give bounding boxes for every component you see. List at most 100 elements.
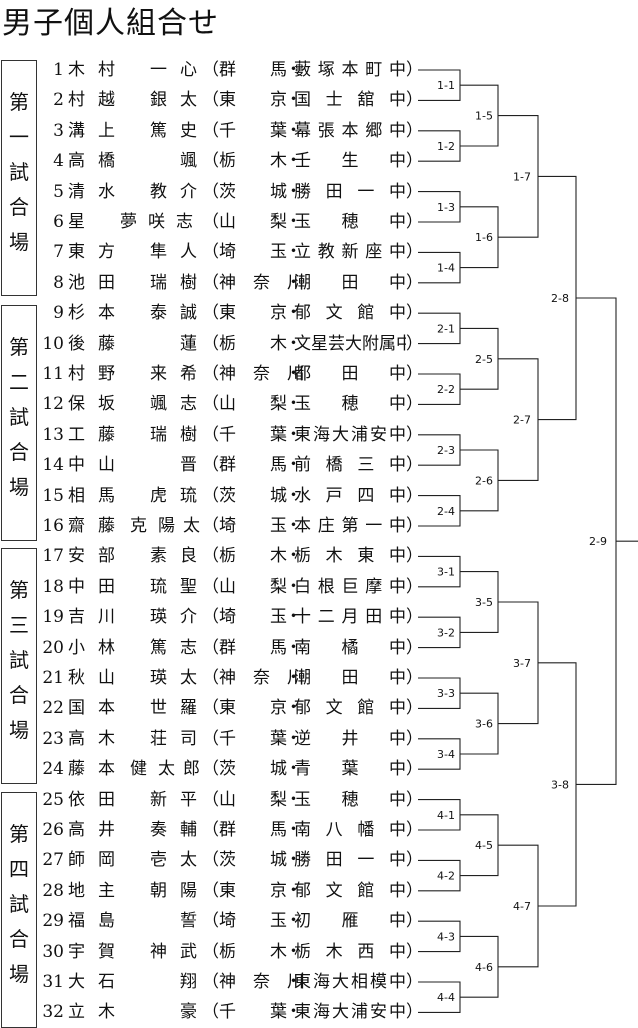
entry-school: 潮田中 (294, 668, 406, 688)
separator-dot: ・ (285, 303, 302, 324)
entry-name-char: 咲 (148, 212, 165, 232)
entry-name-char: 介 (180, 181, 197, 202)
entry-number: 1 (53, 60, 64, 80)
separator-dot: ・ (285, 789, 302, 810)
entry-name-char: 颯 (150, 394, 167, 415)
entry-number: 6 (53, 212, 64, 232)
entry-name-char: 秋 (68, 668, 85, 688)
entry-name-char: 山 (98, 455, 115, 476)
separator-dot: ・ (285, 364, 302, 384)
entry-name-char: 依 (68, 789, 85, 810)
entry-name-char: 奏 (150, 820, 167, 840)
separator-dot: ・ (285, 242, 302, 263)
entry-number: 17 (42, 546, 64, 567)
entry-school: 幕張本郷中 (294, 120, 406, 141)
entry-name-char: 井 (98, 820, 115, 840)
entry-name-char: 福 (68, 911, 85, 932)
entry-name-char: 村 (68, 364, 85, 384)
entry-name-char: 相 (68, 485, 85, 506)
close-paren: ） (406, 941, 423, 962)
entry-name-char: 国 (68, 698, 85, 719)
match-label: 4-7 (513, 900, 531, 913)
separator-dot: ・ (285, 212, 302, 232)
separator-dot: ・ (285, 455, 302, 476)
entry-name-char: 工 (68, 424, 85, 445)
entry-number: 25 (42, 789, 64, 810)
entry-school: 東海大浦安中 (294, 1002, 406, 1023)
separator-dot: ・ (285, 181, 302, 202)
entry-name-char: 平 (180, 789, 197, 810)
entry-name-char: 泰 (150, 303, 167, 324)
entry-name-char: 藤 (98, 516, 115, 536)
separator-dot: ・ (285, 607, 302, 628)
entry-name-char: 虎 (150, 485, 167, 506)
entry-school: 前橋三中 (294, 455, 406, 476)
separator-dot: ・ (285, 424, 302, 445)
entry-number: 10 (42, 333, 64, 354)
entry-name-char: 聖 (180, 576, 197, 597)
entry-name-char: 良 (180, 546, 197, 567)
entry-name-char: 樹 (180, 272, 197, 293)
entry-name-char: 克 (130, 516, 147, 536)
entry-name-char: 瑛 (150, 607, 167, 628)
close-paren: ） (406, 120, 423, 141)
entry-name-char: 藤 (98, 333, 115, 354)
close-paren: ） (406, 546, 423, 567)
entry-name-char: 来 (150, 364, 167, 384)
close-paren: ） (406, 911, 423, 932)
match-label: 1-4 (437, 262, 455, 275)
entry-name-char: 島 (98, 911, 115, 932)
entry-prefecture: （栃 木 (202, 333, 287, 354)
entry-name-char: 篤 (150, 120, 167, 141)
entry-prefecture: （群 馬 (202, 820, 287, 840)
match-label: 1-6 (475, 231, 493, 244)
close-paren: ） (406, 242, 423, 263)
entry-prefecture: （千 葉 (202, 1002, 287, 1023)
entry-name-char: 介 (180, 607, 197, 628)
entry-prefecture: （栃 木 (202, 151, 287, 172)
entry-name-char: 馬 (98, 485, 115, 506)
entry-number: 31 (42, 972, 64, 992)
close-paren: ） (406, 759, 423, 780)
separator-dot: ・ (285, 637, 302, 658)
close-paren: ） (406, 576, 423, 597)
entry-school: 南八幡中 (294, 820, 406, 840)
entry-name-char: 中 (68, 455, 85, 476)
entry-number: 4 (53, 151, 64, 172)
entry-name-char: 安 (68, 546, 85, 567)
entry-name-char: 保 (68, 394, 85, 415)
entry-number: 30 (42, 941, 64, 962)
entry-name-char: 輔 (180, 820, 197, 840)
separator-dot: ・ (285, 485, 302, 506)
entry-name-char: 豪 (180, 1002, 197, 1023)
entry-name-char: 翔 (180, 972, 197, 992)
match-label: 3-8 (551, 778, 569, 791)
match-label: 3-3 (437, 687, 455, 700)
entry-prefecture: （千 葉 (202, 120, 287, 141)
entry-name-char: 太 (180, 90, 197, 111)
entry-name-char: 杉 (68, 303, 85, 324)
entry-name-char: 橋 (98, 151, 115, 172)
close-paren: ） (406, 272, 423, 293)
entry-school: 東海大相模中 (294, 972, 406, 992)
entry-name-char: 瑞 (150, 424, 167, 445)
venue-label: 第 二 試 合 場 (9, 335, 29, 499)
close-paren: ） (406, 607, 423, 628)
entry-prefecture: （山 梨 (202, 394, 287, 415)
entry-name-char: 溝 (68, 120, 85, 141)
page-title: 男子個人組合せ (2, 6, 219, 41)
entry-prefecture: （茨 城 (202, 485, 287, 506)
separator-dot: ・ (285, 394, 302, 415)
entry-number: 3 (53, 120, 64, 141)
